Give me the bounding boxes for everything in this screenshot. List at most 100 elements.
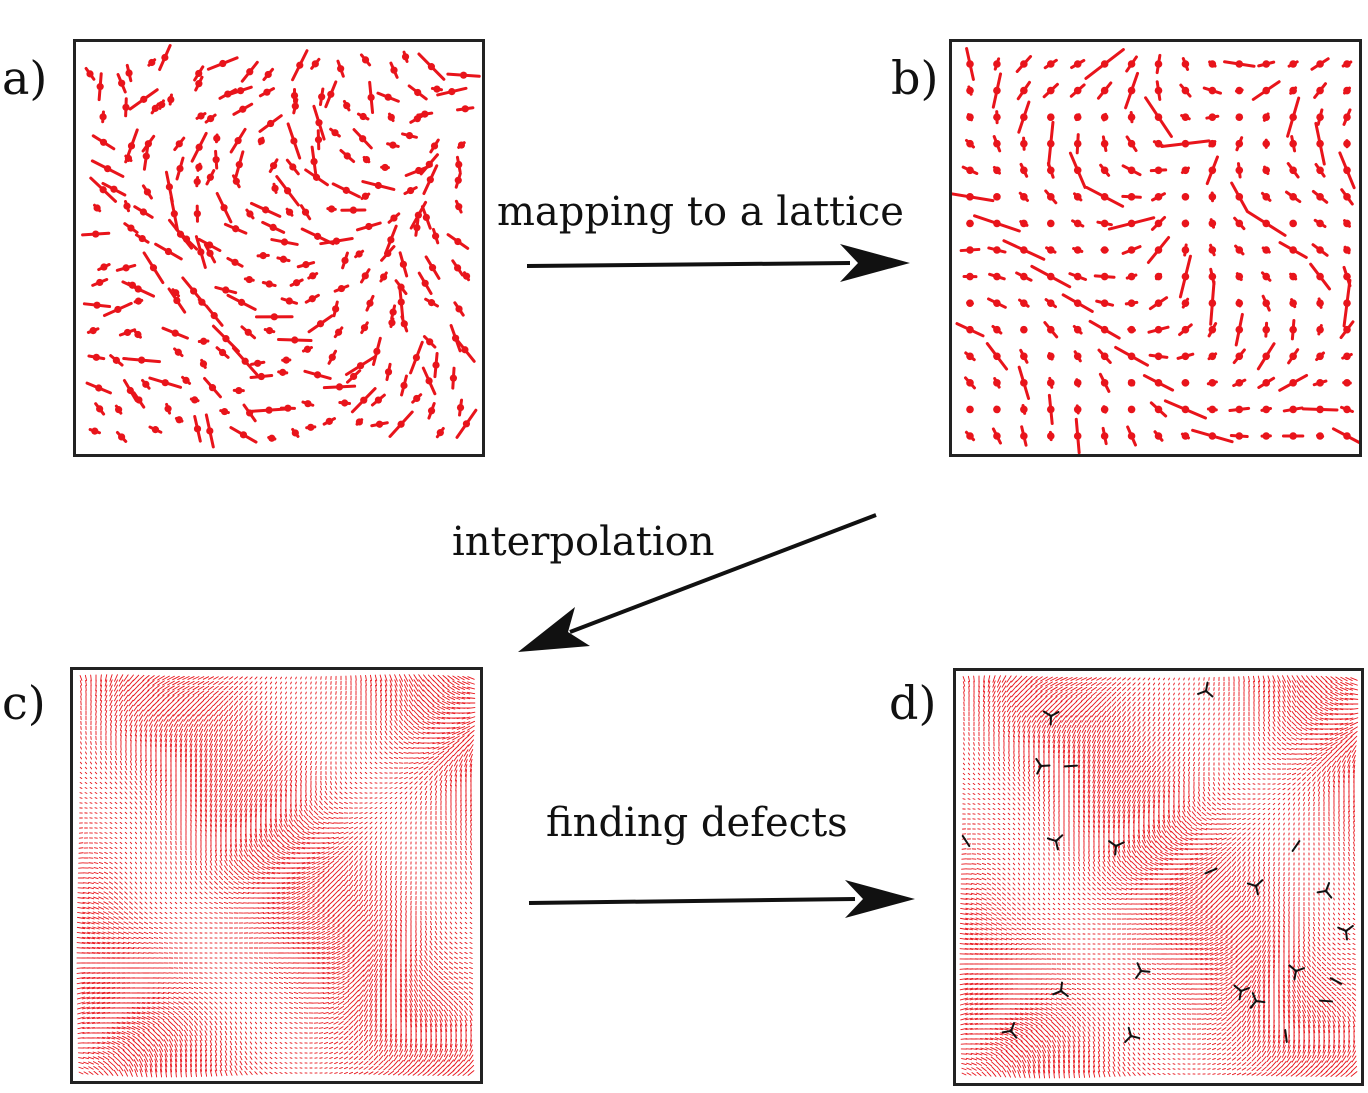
- interpolated-director: [234, 1031, 238, 1035]
- interpolated-director: [124, 806, 128, 810]
- interpolated-director: [224, 1035, 228, 1041]
- interpolated-director: [147, 675, 155, 681]
- particle-dot: [174, 348, 182, 356]
- interpolated-director: [324, 795, 328, 801]
- interpolated-director: [320, 785, 322, 791]
- particle-dot: [374, 181, 382, 190]
- interpolated-director: [214, 793, 218, 803]
- interpolated-director: [312, 915, 320, 921]
- interpolated-director: [124, 724, 128, 732]
- interpolated-director: [97, 1056, 105, 1060]
- interpolated-director: [244, 813, 248, 823]
- interpolated-director: [323, 1036, 329, 1040]
- interpolated-director: [284, 774, 288, 782]
- interpolated-director: [164, 1058, 168, 1068]
- interpolated-director: [100, 715, 102, 721]
- interpolated-director: [313, 810, 319, 816]
- interpolated-director: [113, 891, 119, 895]
- lattice-node-dot: [1127, 219, 1136, 228]
- interpolated-director: [109, 689, 113, 697]
- interpolated-director: [244, 1051, 248, 1055]
- interpolated-director: [162, 685, 170, 691]
- interpolated-director: [183, 977, 189, 979]
- interpolated-director: [200, 855, 202, 861]
- interpolated-director: [89, 781, 93, 785]
- interpolated-director: [113, 689, 119, 697]
- interpolated-director: [144, 886, 148, 890]
- interpolated-director: [308, 820, 314, 826]
- particle-dot: [262, 206, 270, 214]
- interpolated-director: [200, 850, 202, 856]
- interpolated-director: [293, 987, 299, 989]
- interpolated-director: [315, 761, 317, 765]
- interpolated-director: [88, 867, 94, 869]
- interpolated-director: [208, 709, 214, 717]
- interpolated-director: [182, 676, 190, 680]
- interpolated-director: [147, 1034, 155, 1042]
- interpolated-director: [297, 905, 305, 911]
- interpolated-director: [208, 704, 214, 712]
- interpolated-director: [122, 936, 130, 940]
- interpolated-director: [239, 695, 243, 701]
- interpolated-director: [190, 814, 192, 822]
- interpolated-director: [185, 855, 187, 861]
- interpolated-director: [278, 962, 284, 964]
- interpolated-director: [199, 865, 203, 871]
- interpolated-director: [322, 991, 330, 995]
- particle-dot: [165, 183, 173, 191]
- particle-dot: [195, 143, 203, 151]
- interpolated-director: [228, 759, 234, 767]
- interpolated-director: [274, 1051, 278, 1055]
- interpolated-director: [157, 1001, 165, 1005]
- interpolated-director: [109, 817, 113, 819]
- interpolated-director: [154, 805, 158, 811]
- interpolated-director: [129, 901, 133, 905]
- interpolated-director: [229, 803, 233, 813]
- interpolated-director: [168, 709, 174, 717]
- particle-dot: [313, 371, 322, 379]
- interpolated-director: [279, 1052, 283, 1054]
- interpolated-director: [102, 1051, 110, 1055]
- interpolated-director: [259, 686, 263, 690]
- interpolated-director: [223, 881, 229, 885]
- interpolated-director: [123, 679, 129, 687]
- lattice-node-dot: [993, 352, 1001, 361]
- interpolated-director: [294, 760, 298, 766]
- panel-b-lattice-field: [949, 39, 1362, 457]
- interpolated-director: [189, 922, 193, 924]
- interpolated-director: [108, 1060, 114, 1066]
- interpolated-director: [165, 744, 167, 752]
- interpolated-director: [170, 881, 172, 885]
- interpolated-director: [168, 724, 174, 732]
- interpolated-director: [307, 951, 315, 955]
- interpolated-director: [154, 795, 158, 801]
- particle-dot: [355, 250, 363, 258]
- interpolated-director: [158, 942, 164, 944]
- interpolated-director: [284, 1017, 288, 1019]
- interpolated-director: [238, 784, 244, 792]
- particle-dot: [399, 260, 407, 268]
- interpolated-director: [234, 1060, 238, 1066]
- interpolated-director: [168, 1015, 174, 1021]
- interpolated-director: [197, 695, 205, 701]
- interpolated-director: [310, 731, 312, 735]
- interpolated-director: [184, 748, 188, 758]
- lattice-node-dot: [1316, 432, 1324, 440]
- interpolated-director: [219, 809, 223, 817]
- interpolated-director: [310, 706, 312, 710]
- interpolated-director: [177, 675, 185, 681]
- interpolated-director: [184, 907, 188, 909]
- interpolated-director: [264, 967, 268, 969]
- interpolated-director: [303, 992, 309, 994]
- lattice-node-dot: [1181, 219, 1190, 228]
- interpolated-director: [154, 1063, 158, 1073]
- interpolated-director: [259, 991, 263, 995]
- interpolated-director: [178, 714, 184, 722]
- interpolated-director: [318, 1012, 324, 1014]
- interpolated-director: [214, 763, 218, 773]
- interpolated-director: [283, 819, 289, 827]
- interpolated-director: [224, 1065, 228, 1071]
- interpolated-director: [274, 730, 278, 736]
- interpolated-director: [312, 885, 320, 891]
- interpolated-director: [184, 743, 188, 753]
